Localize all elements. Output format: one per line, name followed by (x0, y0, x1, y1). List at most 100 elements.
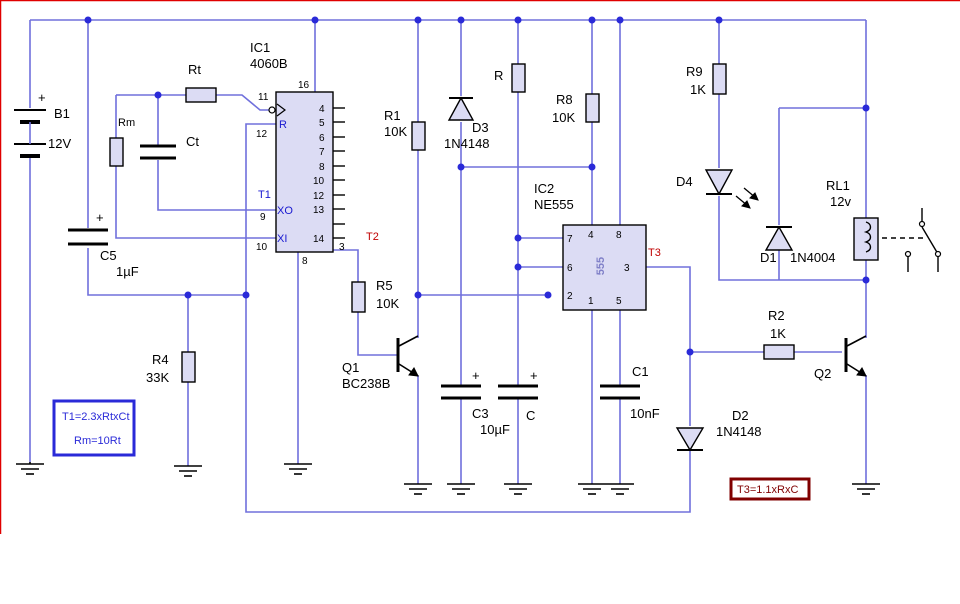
capacitor-c1: C1 10nF (600, 364, 660, 421)
ic1-out-14: 14 (313, 234, 325, 245)
r5-label: R5 (376, 278, 393, 293)
battery-b1-label: B1 (54, 106, 70, 121)
c1-label: C1 (632, 364, 649, 379)
ic1-reset-label: R (279, 119, 287, 131)
ic2-pin-6: 6 (567, 263, 573, 274)
resistor-r9: R9 1K (686, 63, 727, 97)
r1-value: 10K (384, 124, 407, 139)
ic1-out-13: 13 (313, 205, 325, 216)
ic1-pin-9: 9 (260, 212, 266, 223)
c5-plus-sign: + (96, 210, 104, 225)
ic1-pin-11: 11 (258, 92, 269, 103)
ic2-pin-5: 5 (616, 296, 622, 307)
r1-label: R1 (384, 108, 401, 123)
capacitor-c5: + C5 1µF (68, 210, 139, 279)
formula-t1: T1=2.3xRtxCt (62, 411, 130, 423)
resistor-rm: Rm (109, 117, 135, 167)
ic2-pin-3: 3 (624, 263, 630, 274)
q1-value: BC238B (342, 376, 390, 391)
transistor-q2: Q2 (814, 335, 867, 381)
ic2-pin-4: 4 (588, 230, 594, 241)
ic1-out-7: 7 (319, 147, 325, 158)
d1-label: D1 (760, 250, 777, 265)
d3-label: D3 (472, 120, 489, 135)
ic1-out-12: 12 (313, 191, 325, 202)
c3-value: 10µF (480, 422, 510, 437)
ic1-pin-16: 16 (298, 80, 310, 91)
rt-label: Rt (188, 62, 201, 77)
ic2-pin-1: 1 (588, 296, 594, 307)
t1-marker: T1 (258, 189, 271, 201)
ground-symbols (16, 462, 880, 495)
c1-value: 10nF (630, 406, 660, 421)
ic1-xo-label: XO (277, 205, 293, 217)
formula-note-timing: T1=2.3xRtxCt Rm=10Rt (52, 399, 136, 457)
q1-label: Q1 (342, 360, 359, 375)
d1-value: 1N4004 (790, 250, 836, 265)
r8-label: R8 (556, 92, 573, 107)
ic2-ne555: IC2 NE555 555 7 4 8 6 3 2 1 5 T3 (534, 181, 661, 311)
resistor-r8: R8 10K (552, 92, 600, 125)
d4-label: D4 (676, 174, 693, 189)
ic1-4060b: IC1 4060B 11 12 16 9 10 8 3 R XO XI 4 5 … (250, 40, 379, 267)
ic1-pin-10: 10 (256, 242, 268, 253)
t2-marker: T2 (366, 231, 379, 243)
d3-value: 1N4148 (444, 136, 490, 151)
diode-d2: D2 1N4148 (675, 408, 762, 452)
r-label: R (494, 68, 503, 83)
ic2-name: IC2 (534, 181, 554, 196)
rm-label: Rm (118, 117, 135, 129)
ic1-out-6: 6 (319, 133, 325, 144)
capacitor-c: + C (498, 368, 538, 423)
relay-rl1: RL1 12v (826, 178, 942, 272)
r2-value: 1K (770, 326, 786, 341)
resistor-r1: R1 10K (384, 108, 426, 151)
capacitor-ct: Ct (140, 134, 199, 160)
battery-b1-voltage: 12V (48, 136, 71, 151)
ic1-pin-8: 8 (302, 256, 308, 267)
resistor-r2: R2 1K (763, 308, 795, 360)
capacitor-c3: + C3 10µF (441, 368, 510, 437)
c-label: C (526, 408, 535, 423)
d2-label: D2 (732, 408, 749, 423)
battery-b1: + B1 12V (14, 90, 71, 158)
rl1-value: 12v (830, 194, 851, 209)
ic1-xi-label: XI (277, 233, 287, 245)
ic1-pin-3: 3 (339, 242, 345, 253)
ct-label: Ct (186, 134, 199, 149)
ic2-pin-2: 2 (567, 291, 573, 302)
r9-value: 1K (690, 82, 706, 97)
transistor-q1: Q1 BC238B (342, 335, 419, 391)
ic1-out-5: 5 (319, 118, 325, 129)
ic2-pin-8: 8 (616, 230, 622, 241)
formula-t3: T3=1.1xRxC (737, 484, 798, 496)
ic2-pin-7: 7 (567, 234, 573, 245)
ic1-part: 4060B (250, 56, 288, 71)
ic1-name: IC1 (250, 40, 270, 55)
c3-label: C3 (472, 406, 489, 421)
ic1-pin-12: 12 (256, 129, 268, 140)
diode-d1: D1 1N4004 (760, 225, 836, 265)
c3-plus-sign: + (472, 368, 480, 383)
r4-value: 33K (146, 370, 169, 385)
resistor-r4: R4 33K (146, 351, 196, 385)
r2-label: R2 (768, 308, 785, 323)
formula-note-t3: T3=1.1xRxC (729, 477, 811, 501)
led-d4: D4 (676, 169, 759, 209)
resistor-r: R (494, 63, 526, 93)
battery-plus-sign: + (38, 90, 46, 105)
r5-value: 10K (376, 296, 399, 311)
d2-value: 1N4148 (716, 424, 762, 439)
resistor-r5: R5 10K (351, 278, 399, 313)
r4-label: R4 (152, 352, 169, 367)
r8-value: 10K (552, 110, 575, 125)
junction-dots (84, 16, 870, 356)
ic1-out-10: 10 (313, 176, 325, 187)
formula-rm: Rm=10Rt (74, 435, 121, 447)
ic1-out-8: 8 (319, 162, 325, 173)
ic1-out-4: 4 (319, 104, 325, 115)
q2-label: Q2 (814, 366, 831, 381)
c5-label: C5 (100, 248, 117, 263)
resistor-rt: Rt (185, 62, 217, 103)
